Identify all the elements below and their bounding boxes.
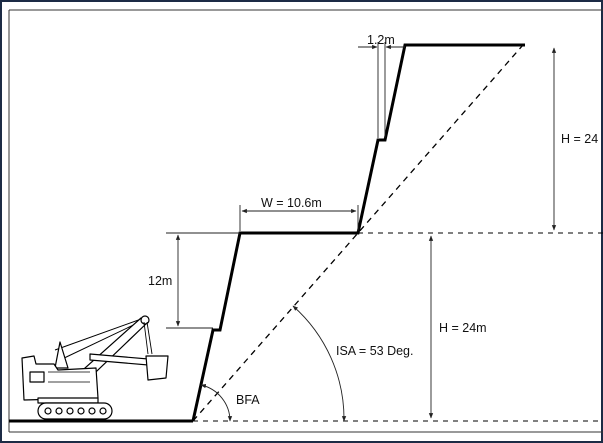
isa-angle-arc: [292, 305, 347, 422]
bfa-angle-arc: [200, 383, 233, 422]
overall-height-label: H = 24: [561, 132, 598, 146]
bfa-label: BFA: [236, 393, 260, 407]
shovel-excavator-icon: [21, 315, 169, 420]
bench-offset-label: 1.2m: [367, 33, 395, 47]
berm-width-label: W = 10.6m: [261, 196, 322, 210]
bench-height-label-bg: [146, 272, 176, 288]
isa-label: ISA = 53 Deg.: [336, 344, 413, 358]
lower-height-label: H = 24m: [439, 321, 487, 335]
bench-height-label: 12m: [148, 274, 172, 288]
